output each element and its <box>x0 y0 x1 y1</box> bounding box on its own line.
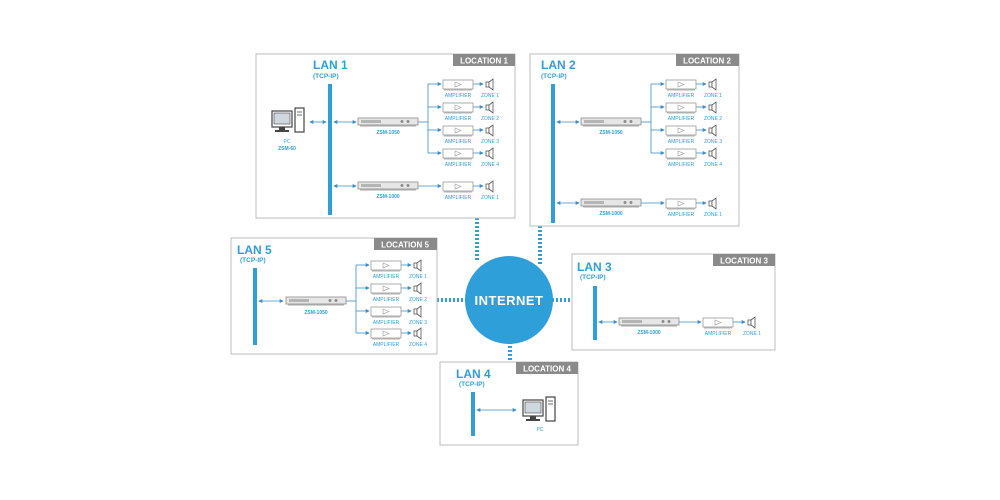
lan-5-label: LAN 5 <box>237 243 272 257</box>
svg-text:ZONE 2: ZONE 2 <box>481 116 499 122</box>
internet-links <box>437 218 572 362</box>
svg-text:AMPLIFIER: AMPLIFIER <box>373 274 400 280</box>
svg-text:ZSM-1050: ZSM-1050 <box>599 130 623 136</box>
svg-text:AMPLIFIER: AMPLIFIER <box>373 342 400 348</box>
location-4-tag: LOCATION 4 <box>523 365 571 374</box>
lan-3-label: LAN 3 <box>577 260 612 274</box>
svg-text:AMPLIFIER: AMPLIFIER <box>445 195 472 201</box>
svg-text:AMPLIFIER: AMPLIFIER <box>668 93 695 99</box>
location-5: LOCATION 5 LAN 5 (TCP-IP) ZSM-1050 AMPLI… <box>230 237 438 355</box>
svg-text:AMPLIFIER: AMPLIFIER <box>668 116 695 122</box>
svg-text:ZSM-1000: ZSM-1000 <box>637 330 661 336</box>
svg-text:ZSM-1000: ZSM-1000 <box>376 194 400 200</box>
svg-text:ZONE 1: ZONE 1 <box>743 331 761 337</box>
lan-1-sub: (TCP-IP) <box>313 73 339 80</box>
svg-text:AMPLIFIER: AMPLIFIER <box>445 162 472 168</box>
svg-text:(TCP-IP): (TCP-IP) <box>459 381 485 388</box>
svg-text:AMPLIFIER: AMPLIFIER <box>705 331 732 337</box>
svg-text:ZONE 3: ZONE 3 <box>481 139 499 145</box>
lan-2-label: LAN 2 <box>541 58 576 72</box>
svg-text:AMPLIFIER: AMPLIFIER <box>668 212 695 218</box>
svg-text:(TCP-IP): (TCP-IP) <box>240 257 266 264</box>
svg-text:AMPLIFIER: AMPLIFIER <box>445 139 472 145</box>
svg-text:ZONE 1: ZONE 1 <box>481 195 499 201</box>
svg-text:(TCP-IP): (TCP-IP) <box>580 274 606 281</box>
dev1-label: ZSM-1050 <box>376 130 400 136</box>
svg-text:ZONE 2: ZONE 2 <box>409 297 427 303</box>
zsm-1050-device <box>357 117 419 127</box>
location-5-tag: LOCATION 5 <box>381 241 429 250</box>
svg-text:PC: PC <box>537 427 544 433</box>
svg-text:AMPLIFIER: AMPLIFIER <box>668 139 695 145</box>
internet-node: INTERNET <box>465 256 553 344</box>
svg-text:AMPLIFIER: AMPLIFIER <box>373 320 400 326</box>
location-3: LOCATION 3 LAN 3 (TCP-IP) ZSM-1000 AMPLI… <box>571 253 776 351</box>
location-3-tag: LOCATION 3 <box>720 257 768 266</box>
svg-text:ZONE 1: ZONE 1 <box>481 93 499 99</box>
pc-model: ZSM-60 <box>278 146 296 152</box>
svg-text:(TCP-IP): (TCP-IP) <box>541 73 567 80</box>
svg-text:AMPLIFIER: AMPLIFIER <box>373 297 400 303</box>
svg-text:AMPLIFIER: AMPLIFIER <box>445 116 472 122</box>
zsm-1000-device <box>357 181 419 191</box>
svg-text:ZONE 1: ZONE 1 <box>704 93 722 99</box>
location-4: LOCATION 4 LAN 4 (TCP-IP) PC <box>439 361 579 446</box>
lan-1-label: LAN 1 <box>313 58 348 72</box>
internet-circle <box>465 256 553 344</box>
location-5-box <box>230 237 438 355</box>
pc-label: PC <box>284 139 291 145</box>
svg-text:ZSM-1050: ZSM-1050 <box>304 310 328 316</box>
svg-text:ZONE 3: ZONE 3 <box>704 139 722 145</box>
location-2-tag: LOCATION 2 <box>683 57 731 66</box>
svg-text:AMPLIFIER: AMPLIFIER <box>668 162 695 168</box>
svg-text:ZONE 4: ZONE 4 <box>704 162 722 168</box>
svg-text:ZONE 2: ZONE 2 <box>704 116 722 122</box>
internet-label: INTERNET <box>475 293 544 308</box>
svg-text:ZONE 3: ZONE 3 <box>409 320 427 326</box>
location-1-tag: LOCATION 1 <box>460 57 508 66</box>
lan-4-label: LAN 4 <box>456 367 491 381</box>
location-3-box <box>571 253 776 351</box>
location-2: LOCATION 2 LAN 2 (TCP-IP) ZSM-1050 AMPLI… <box>529 53 740 227</box>
location-1: LOCATION 1 LAN 1 (TCP-IP) PC ZSM-60 ZSM-… <box>255 53 516 219</box>
svg-text:ZSM-1000: ZSM-1000 <box>599 211 623 217</box>
svg-text:ZONE 4: ZONE 4 <box>409 342 427 348</box>
location-1-tag-bg <box>453 54 515 66</box>
svg-text:ZONE 1: ZONE 1 <box>409 274 427 280</box>
svg-text:AMPLIFIER: AMPLIFIER <box>445 93 472 99</box>
svg-text:ZONE 4: ZONE 4 <box>481 162 499 168</box>
svg-text:ZONE 1: ZONE 1 <box>704 212 722 218</box>
